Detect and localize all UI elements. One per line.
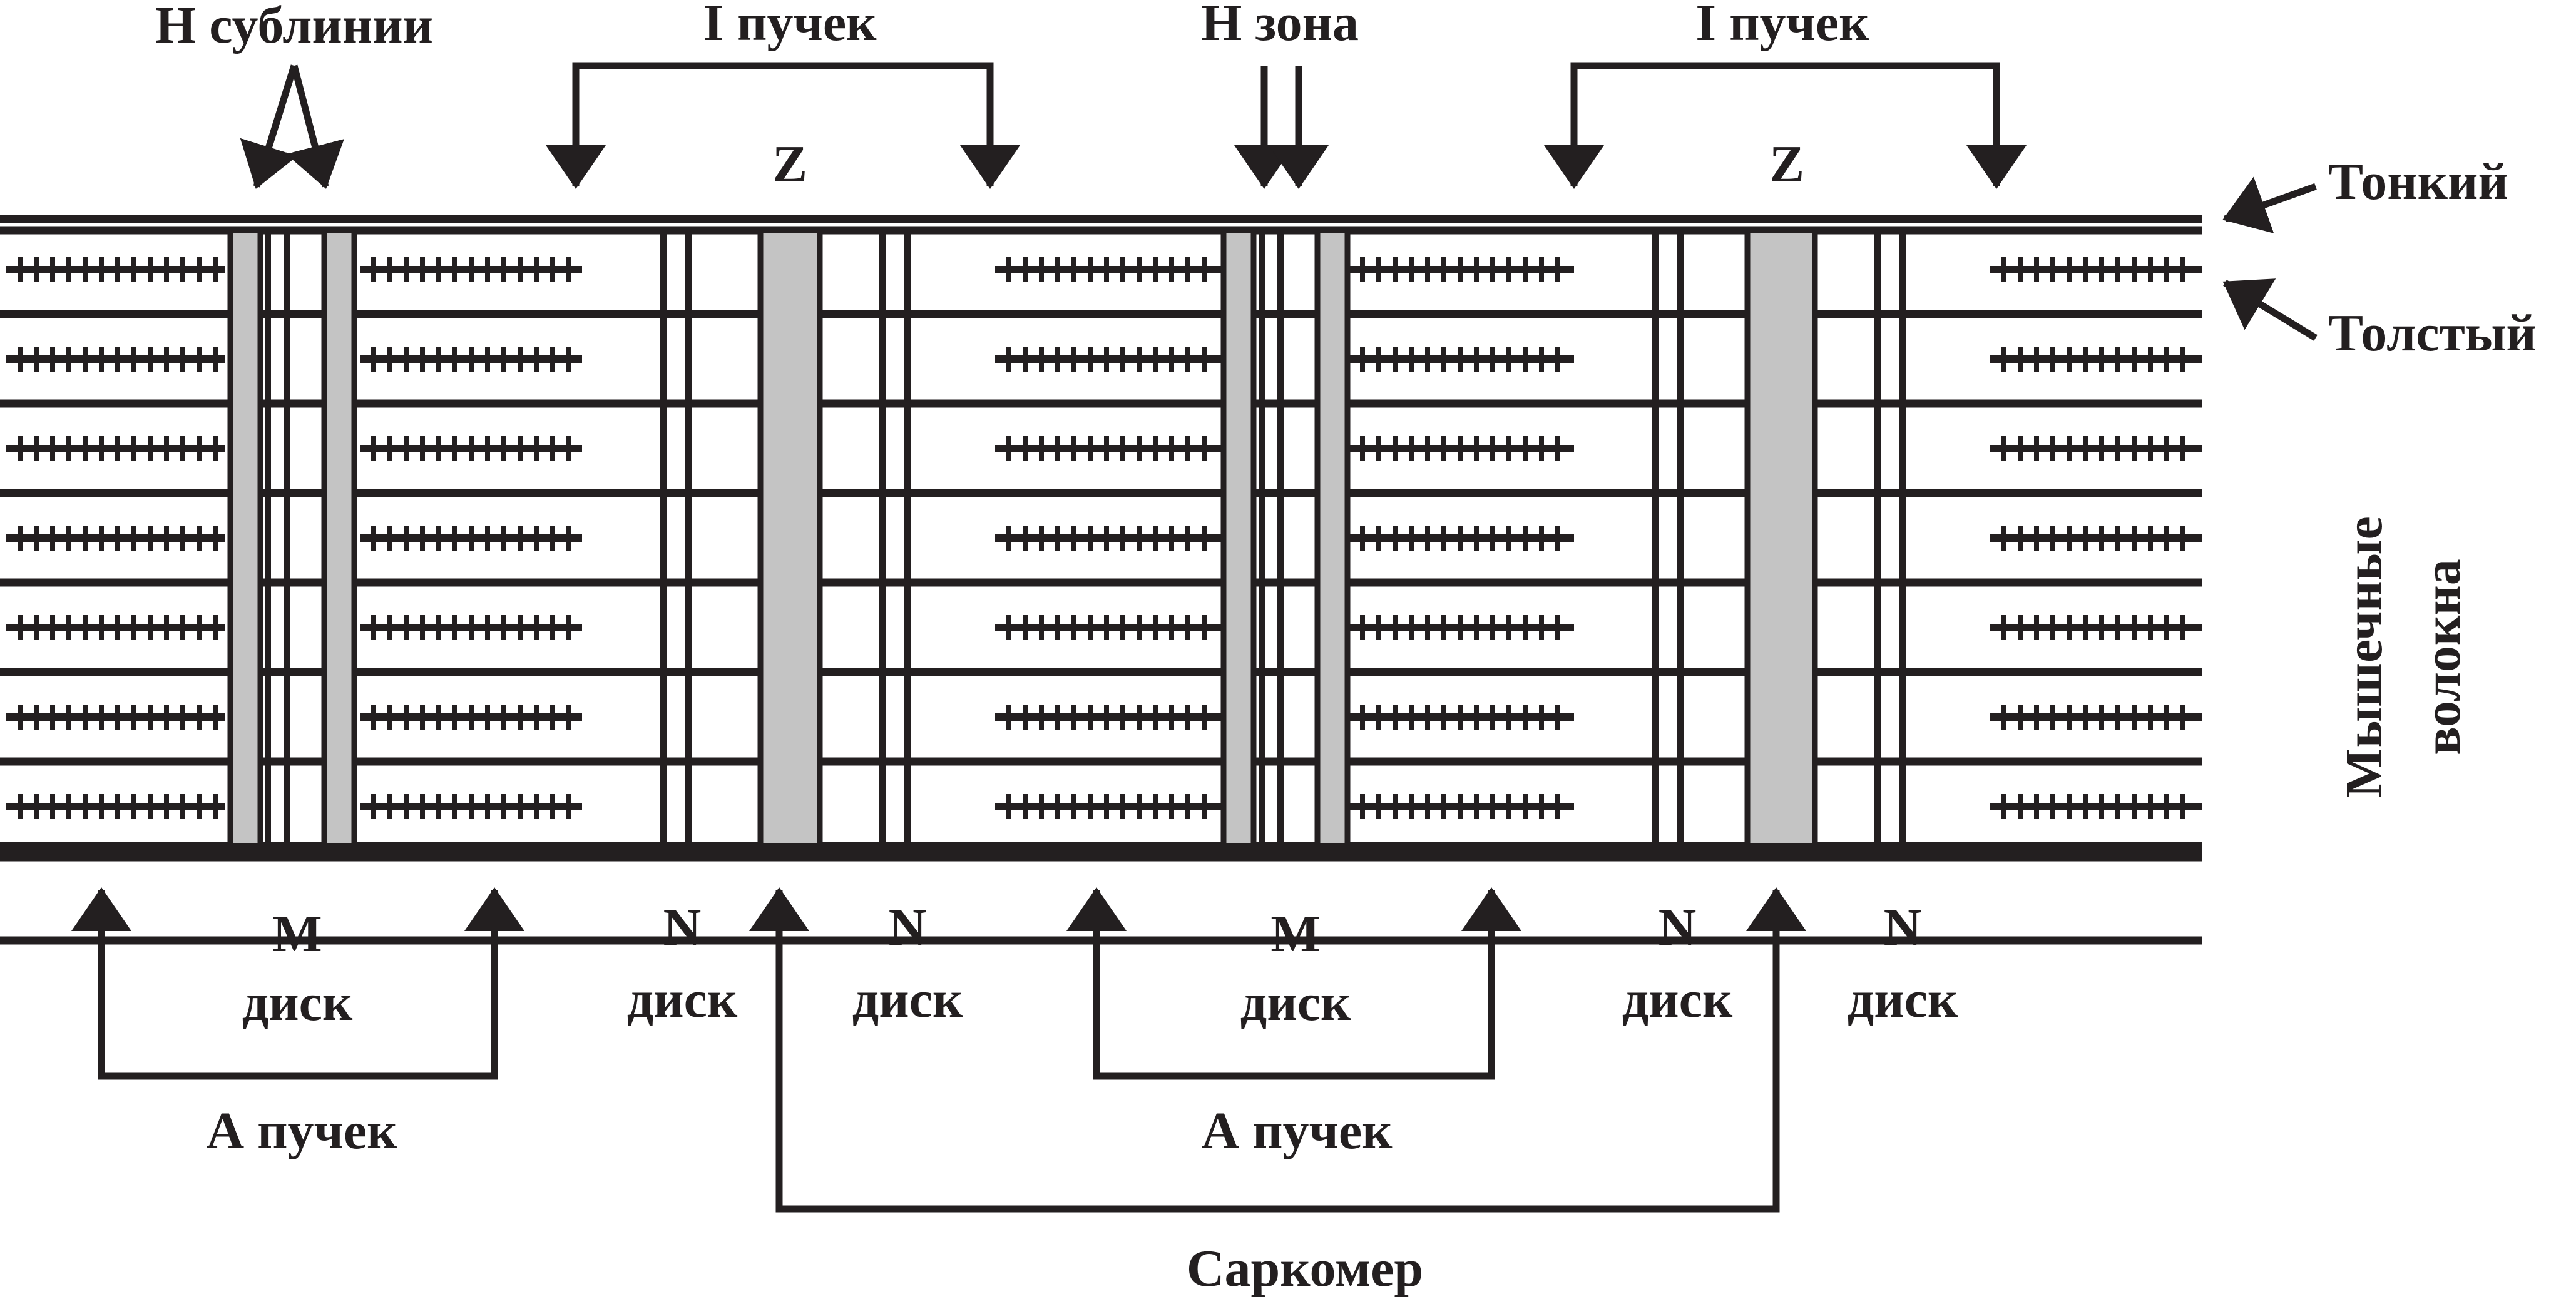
m-disk-band xyxy=(321,227,357,849)
m-disk-label-1: диск xyxy=(242,974,353,1032)
thin-filament-label: Тонкий xyxy=(2328,153,2508,211)
n-label-2: N xyxy=(889,899,927,957)
h-sublines-label: Н сублинии xyxy=(155,0,433,54)
z-disk-band xyxy=(1744,227,1818,849)
muscle-fibers-label: Мышечные волокна xyxy=(2335,516,2471,798)
m-label-2: M xyxy=(1270,905,1320,963)
thick-filament-segments xyxy=(6,257,2202,819)
m-disk-band xyxy=(227,227,263,849)
thick-filament-label: Толстый xyxy=(2328,304,2537,362)
m-label-1: M xyxy=(272,905,322,963)
z-label-1: Z xyxy=(772,135,807,193)
n-disk-label-4: диск xyxy=(1848,970,1958,1029)
n-disk-label-1: диск xyxy=(627,970,738,1029)
n-label-1: N xyxy=(663,899,702,957)
z-label-2: Z xyxy=(1769,135,1804,193)
i-band-bracket-2-right xyxy=(1574,62,2027,189)
a-band-label-1: А пучек xyxy=(206,1102,397,1160)
n-label-3: N xyxy=(1659,899,1697,957)
h-zone-label: Н зона xyxy=(1201,0,1359,52)
z-disk-band xyxy=(757,227,823,849)
labels: Н сублинии I пучек Н зона I пучек Z Z То… xyxy=(155,0,2537,1298)
h-sublines-arrow-left xyxy=(240,64,298,189)
h-sublines-arrow-right xyxy=(285,64,344,189)
sarcomere-label: Саркомер xyxy=(1187,1240,1423,1298)
svg-text:волокна: волокна xyxy=(2413,559,2471,755)
annotation-arrows xyxy=(71,62,2318,1213)
n-disk-label-3: диск xyxy=(1622,970,1733,1029)
filament-lines xyxy=(0,215,2202,945)
a-band-label-2: А пучек xyxy=(1201,1102,1393,1160)
i-band-label-1: I пучек xyxy=(703,0,877,52)
a-band-bracket-1-right xyxy=(101,887,524,1080)
m-disk-band xyxy=(1220,227,1257,849)
n-disk-label-2: диск xyxy=(852,970,963,1029)
disk-bands xyxy=(227,227,1906,849)
thick-pointer-arrow xyxy=(2222,278,2318,341)
m-disk-label-2: диск xyxy=(1240,974,1351,1032)
sarcomere-bracket-right xyxy=(779,887,1806,1213)
a-band-bracket-2-right xyxy=(1096,887,1521,1080)
m-disk-band xyxy=(1314,227,1351,849)
i-band-bracket-1-right xyxy=(576,62,1020,189)
thin-pointer-arrow xyxy=(2222,176,2317,233)
i-band-label-2: I пучек xyxy=(1695,0,1869,52)
n-label-4: N xyxy=(1884,899,1922,957)
svg-text:Мышечные: Мышечные xyxy=(2335,516,2393,798)
